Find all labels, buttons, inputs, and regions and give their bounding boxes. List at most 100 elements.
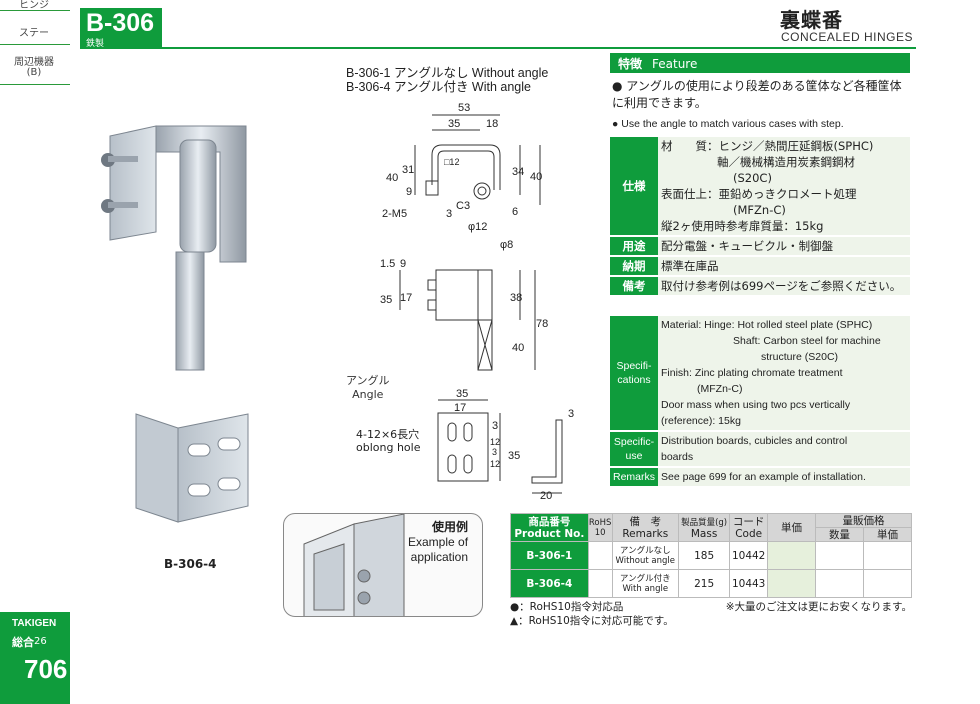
header-jp: 商品番号 — [528, 515, 571, 528]
hinge-photo — [101, 125, 247, 371]
variant-item: B-306-1 アングルなし Without angle — [346, 66, 549, 80]
dim-label: 3 — [446, 208, 452, 220]
dim-label: φ12 — [468, 221, 487, 233]
sidebar-tab-stay[interactable]: ステー — [19, 28, 49, 39]
code-header: コード Code — [729, 513, 768, 542]
spec-material: 軸／機械構造用炭素鋼鋼材 — [717, 155, 855, 169]
use-header: 用途 — [610, 236, 658, 257]
sidebar: ヒンジ ステー 周辺機器 (B) TAKIGEN 総合 26 706 — [0, 0, 72, 704]
lead-time-body: 標準在庫品 — [658, 256, 910, 277]
dim-label: 18 — [486, 118, 498, 130]
spec-header-line: cations — [617, 374, 651, 386]
code-cell: 10443 — [729, 569, 768, 598]
code-cell: 10442 — [729, 541, 768, 570]
technical-drawing: 53 35 18 □12 40 31 9 3 34 40 6 2-M5 C3 φ… — [380, 102, 574, 502]
use-header-line: Specific- — [613, 436, 655, 448]
dim-label: 40 — [386, 172, 398, 184]
remarks-header: 備 考 Remarks — [611, 513, 679, 542]
sidebar-divider — [0, 44, 70, 45]
dim-label: □12 — [444, 157, 459, 167]
spec-material: (S20C) — [733, 171, 772, 185]
remarks-cell: アングル付き With angle — [611, 569, 679, 598]
remarks-header-en: Remarks — [610, 467, 658, 488]
angle-tag-jp: アングル — [346, 374, 390, 387]
dim-label: 3 — [492, 447, 497, 457]
spec-table-jp: 仕様 材 質：ヒンジ／熱間圧延鋼板(SPHC) 軸／機械構造用炭素鋼鋼材 (S2… — [610, 137, 910, 297]
spec-mass: (reference): 15kg — [661, 415, 741, 427]
dim-label: 9 — [400, 258, 406, 270]
dim-label: 3 — [492, 420, 498, 432]
spec-body: 材 質：ヒンジ／熱間圧延鋼板(SPHC) 軸／機械構造用炭素鋼鋼材 (S20C)… — [658, 137, 910, 237]
use-text: boards — [661, 451, 694, 463]
rohs-header: RoHS 10 — [587, 513, 613, 542]
dim-label: 17 — [454, 402, 466, 414]
table-row: B-306-4 アングル付き With angle 215 10443 — [510, 569, 912, 598]
dim-label: 40 — [512, 342, 524, 354]
dim-label: 35 — [456, 388, 468, 400]
feature-header-en: Feature — [652, 57, 698, 71]
spec-body-en: Material: Hinge: Hot rolled steel plate … — [658, 316, 910, 432]
dim-label: φ8 — [500, 239, 513, 251]
unit-cell — [863, 569, 912, 598]
application-example — [283, 513, 483, 617]
unit-header: 単価 — [863, 527, 912, 542]
table-row: B-306-1 アングルなし Without angle 185 10442 — [510, 541, 912, 570]
note-body: 取付け参考例は699ページをご参照ください。 — [658, 276, 910, 297]
header-jp: 備 考 — [629, 515, 662, 528]
dim-label: 9 — [406, 186, 412, 198]
use-header-en: Specific- use — [610, 431, 658, 468]
dim-label: 12 — [490, 437, 500, 447]
page-title: 裏蝶番 — [780, 8, 843, 32]
product-code-box: B-306 鉄製 — [80, 8, 162, 49]
use-body: 配分電盤・キュービクル・制御盤 — [658, 236, 910, 257]
dim-label: 1.5 — [380, 258, 395, 270]
qty-cell — [815, 541, 864, 570]
header-en: Product No. — [514, 527, 585, 540]
feature-text: アングルの使用により段差のある筐体など各種筐体に利用できます。 — [612, 79, 902, 110]
spec-table-en: Specifi- cations Material: Hinge: Hot ro… — [610, 316, 910, 488]
dim-label: 38 — [510, 292, 522, 304]
mass-cell: 215 — [677, 569, 731, 598]
remarks-en: Without angle — [615, 555, 676, 566]
application-caption-en: Example of — [408, 535, 469, 549]
spec-finish: Finish: Zinc plating chromate treatment — [661, 367, 843, 379]
feature-text: Use the angle to match various cases wit… — [621, 118, 844, 130]
spec-finish: 表面仕上：亜鉛めっきクロメート処理 — [661, 187, 857, 201]
remarks-jp: アングル付き — [619, 573, 671, 584]
header-en: Remarks — [622, 527, 669, 540]
page-badge: TAKIGEN 総合 26 706 — [0, 612, 70, 704]
remarks-jp: アングルなし — [619, 545, 671, 556]
sidebar-tab-peripherals[interactable]: 周辺機器 — [14, 57, 54, 68]
dim-label: 78 — [536, 318, 548, 330]
feature-text-en: ● Use the angle to match various cases w… — [612, 118, 844, 130]
angle-photo — [135, 413, 249, 523]
lead-time-header: 納期 — [610, 256, 658, 277]
dim-label: 2-M5 — [382, 208, 407, 220]
dim-label: 35 — [508, 450, 520, 462]
header-jp: 製品質量(g) — [681, 517, 728, 528]
angle-tag-en: Angle — [352, 388, 384, 401]
dim-label: 35 — [448, 118, 460, 130]
spec-header-en: Specifi- cations — [610, 316, 658, 432]
use-header-line: use — [625, 450, 643, 462]
dim-label: 31 — [402, 164, 414, 176]
variant-item: B-306-4 アングル付き With angle — [346, 80, 531, 94]
qty-header: 数量 — [815, 527, 864, 542]
angle-tag: アングル Angle — [346, 374, 390, 402]
dim-label: 35 — [380, 294, 392, 306]
brand-label: TAKIGEN — [12, 618, 57, 629]
product-no-header: 商品番号 Product No. — [510, 513, 589, 542]
dim-label: C3 — [456, 200, 470, 212]
application-caption: 使用例 Example of application — [408, 520, 468, 565]
header-rule — [80, 47, 916, 49]
spec-material: 材 質：ヒンジ／熱間圧延鋼板(SPHC) — [661, 139, 874, 153]
material-label: 鉄製 — [86, 39, 105, 49]
dim-label: 20 — [540, 490, 552, 502]
variant-list: B-306-1 アングルなし Without angle B-306-4 アング… — [346, 66, 548, 94]
page-number: 706 — [24, 654, 68, 684]
use-text: Distribution boards, cubicles and contro… — [661, 435, 848, 447]
qty-cell — [815, 569, 864, 598]
price-cell — [767, 569, 816, 598]
sidebar-tab-hinge[interactable]: ヒンジ — [19, 0, 49, 11]
